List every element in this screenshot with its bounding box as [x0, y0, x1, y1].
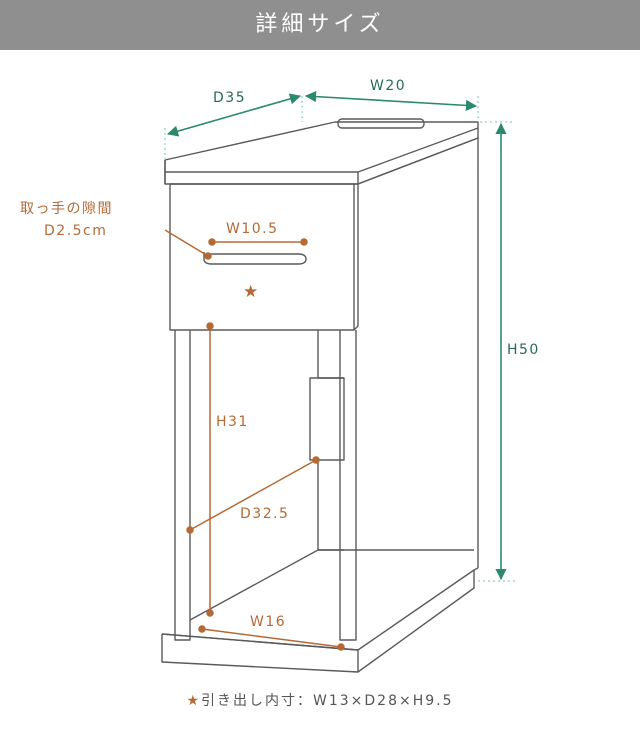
drawer-handle	[203, 252, 307, 265]
opening-depth-line	[189, 459, 317, 531]
footnote-text: 引き出し内寸：W13×D28×H9.5	[201, 693, 454, 709]
top-grip	[337, 118, 425, 129]
handle-gap-title: 取っ手の隙間	[20, 201, 113, 217]
handle-gap-dot	[204, 252, 212, 260]
drawer-front	[169, 183, 355, 331]
handle-width-label: W10.5	[226, 221, 279, 237]
opening-height-label: H31	[216, 414, 249, 430]
depth-label: D35	[213, 90, 247, 106]
drawer-inner-size-note: ★引き出し内寸：W13×D28×H9.5	[0, 690, 640, 710]
opening-depth-label: D32.5	[240, 506, 290, 522]
drawer-star-icon: ★	[243, 282, 260, 302]
handle-gap-leader	[164, 229, 209, 257]
opening-width-line	[201, 628, 342, 648]
cabinet-outline	[161, 118, 479, 673]
handle-gap-value: D2.5cm	[44, 223, 108, 239]
page-title: 詳細サイズ	[255, 12, 385, 37]
star-icon: ★	[186, 693, 202, 709]
opening-width-label: W16	[250, 614, 287, 630]
width-dimension-line	[304, 91, 478, 111]
depth-dimension-line	[166, 93, 302, 137]
height-label: H50	[507, 342, 540, 358]
top-panel	[164, 121, 479, 185]
width-label: W20	[370, 78, 407, 94]
header-banner	[0, 0, 640, 50]
